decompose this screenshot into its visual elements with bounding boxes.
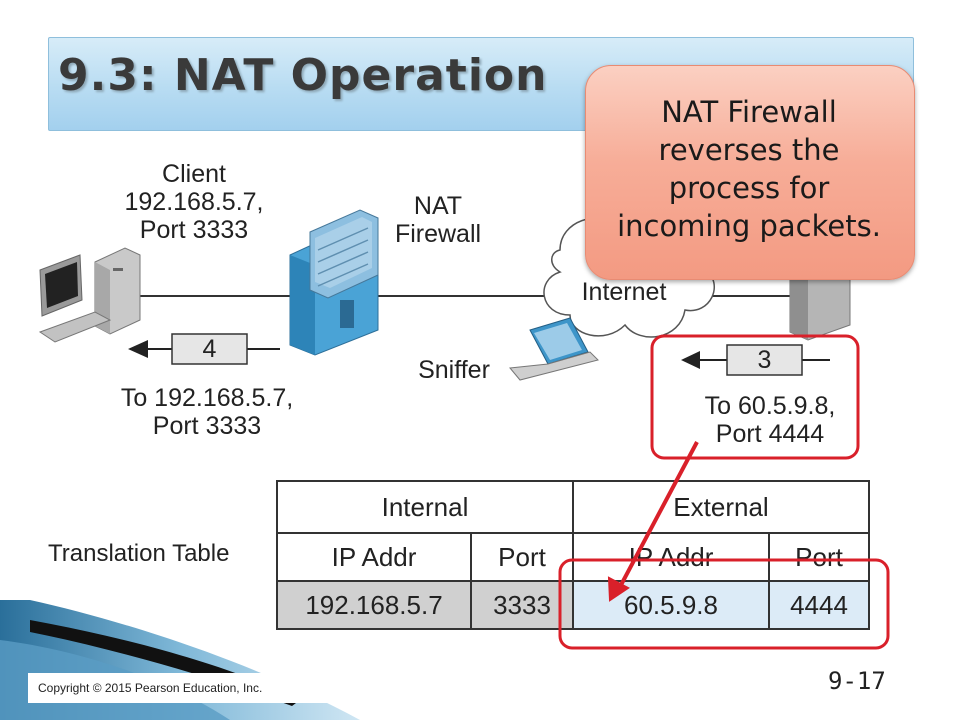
- group-header-external: External: [572, 480, 870, 534]
- packet-3-dest-line: Port 4444: [715, 420, 825, 448]
- slide-title: 9.3: NAT Operation: [58, 50, 548, 101]
- client-computer-icon: [38, 247, 141, 343]
- column-header: IP Addr: [572, 532, 770, 582]
- external-row-highlight-box: [558, 558, 890, 650]
- callout-line: NAT Firewall: [661, 95, 837, 129]
- callout-line: process for: [668, 171, 830, 205]
- callout-line: reverses the: [658, 133, 840, 167]
- sniffer-label: Sniffer: [418, 356, 490, 384]
- translation-table: Internal External IP Addr Port IP Addr P…: [276, 480, 870, 630]
- firewall-label-line: Firewall: [394, 220, 482, 248]
- packet-4-destination: To 192.168.5.7, Port 3333: [92, 384, 322, 440]
- client-label-line: Client: [162, 160, 226, 188]
- table-cell: 3333: [470, 580, 574, 630]
- internet-label: Internet: [581, 278, 667, 306]
- packet-4-dest-line: Port 3333: [152, 412, 262, 440]
- packet-3-dest-line: To 60.5.9.8,: [704, 392, 836, 420]
- callout-text: NAT Firewall reverses the process for in…: [585, 93, 913, 245]
- slide-number: 9-17: [828, 667, 886, 695]
- highlight-arrowhead: [607, 576, 630, 602]
- copyright-text: Copyright © 2015 Pearson Education, Inc.: [28, 673, 338, 703]
- packet-3-destination: To 60.5.9.8, Port 4444: [675, 392, 865, 448]
- table-cell: 192.168.5.7: [276, 580, 472, 630]
- firewall-icon: [289, 209, 379, 356]
- client-label-line: 192.168.5.7,: [124, 188, 264, 216]
- sniffer-laptop-icon: [509, 317, 599, 381]
- firewall-label: NAT Firewall: [378, 192, 498, 248]
- highlight-arrow: [619, 441, 699, 586]
- firewall-label-line: NAT: [413, 192, 463, 220]
- translation-table-label: Translation Table: [48, 540, 230, 567]
- callout-line: incoming packets.: [617, 209, 881, 243]
- packet-3-highlight-box: [650, 334, 860, 460]
- client-label-line: Port 3333: [139, 216, 249, 244]
- column-header: Port: [470, 532, 574, 582]
- column-header: Port: [768, 532, 870, 582]
- table-cell: 4444: [768, 580, 870, 630]
- client-label: Client 192.168.5.7, Port 3333: [104, 160, 284, 244]
- callout-box: [585, 65, 915, 280]
- packet-4-arrow: [128, 333, 280, 365]
- table-cell: 60.5.9.8: [572, 580, 770, 630]
- group-header-internal: Internal: [276, 480, 574, 534]
- packet-4-number: 4: [202, 335, 217, 363]
- packet-4-dest-line: To 192.168.5.7,: [120, 384, 294, 412]
- column-header: IP Addr: [276, 532, 472, 582]
- packet-3-number: 3: [757, 346, 772, 374]
- packet-3-arrow: [681, 344, 830, 376]
